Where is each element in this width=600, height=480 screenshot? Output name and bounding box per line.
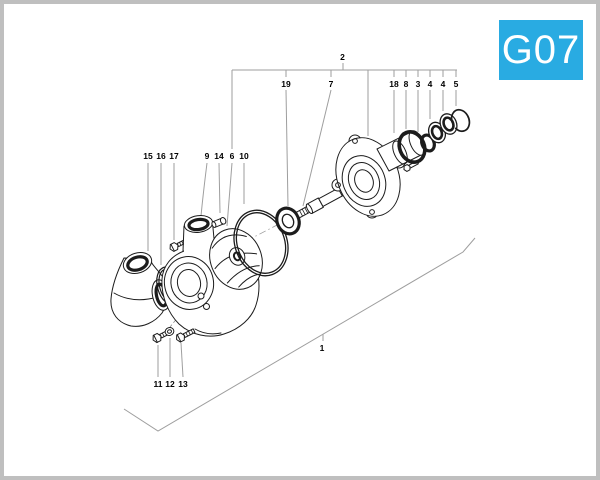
callout-16: 16 [156, 151, 166, 161]
callout-9: 9 [205, 151, 210, 161]
callout-15: 15 [143, 151, 153, 161]
stud [211, 217, 227, 228]
callout-labels: 2 19 7 18 8 3 4 4 5 15 16 17 9 14 6 10 1… [143, 52, 458, 389]
small-washer [164, 327, 175, 336]
callout-14: 14 [214, 151, 224, 161]
rear-cover-flange [331, 130, 426, 219]
callout-7: 7 [329, 79, 334, 89]
circlip [450, 108, 471, 133]
callout-6: 6 [230, 151, 235, 161]
callout-10: 10 [239, 151, 249, 161]
mechanical-seal [275, 206, 301, 236]
pump-housing [161, 215, 260, 337]
callout-3: 3 [416, 79, 421, 89]
exploded-diagram-canvas: 2 19 7 18 8 3 4 4 5 15 16 17 9 14 6 10 1… [110, 52, 476, 432]
assembly-reference-line [123, 237, 476, 432]
callout-4b: 4 [441, 79, 446, 89]
callout-8: 8 [404, 79, 409, 89]
callout-1: 1 [320, 343, 325, 353]
callout-2: 2 [340, 52, 345, 62]
callout-17: 17 [169, 151, 179, 161]
page-code-label: G07 [501, 27, 581, 72]
callout-5: 5 [454, 79, 459, 89]
callout-18: 18 [389, 79, 399, 89]
callout-leader-lines [123, 63, 476, 432]
large-o-ring [397, 130, 427, 164]
hex-bolt [176, 328, 196, 343]
callout-11: 11 [154, 379, 163, 389]
washer [439, 113, 458, 135]
page-code-badge: G07 [499, 20, 583, 80]
callout-13: 13 [178, 379, 188, 389]
callout-4: 4 [428, 79, 433, 89]
callout-19: 19 [281, 79, 291, 89]
callout-12: 12 [165, 379, 175, 389]
